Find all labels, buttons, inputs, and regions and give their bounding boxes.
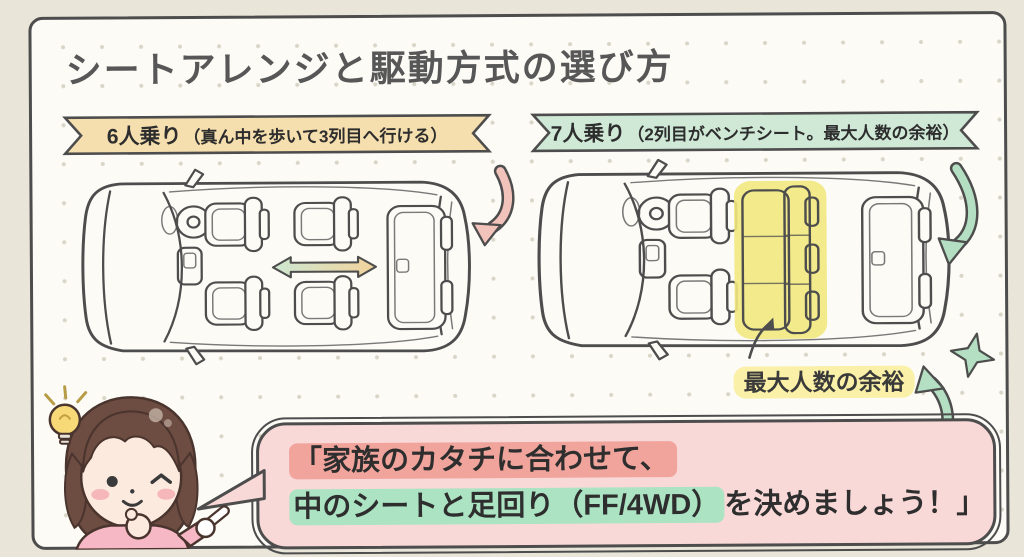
banner-6-seater: 6人乗り （真ん中を歩いて3列目へ行ける） (62, 113, 493, 156)
ribbon-shape (62, 113, 493, 156)
speech-bubble-tail (196, 469, 266, 511)
banner-7-name: 7人乗り (550, 122, 626, 146)
car-6-seater-illustration (80, 166, 472, 367)
speech-line-1: 「家族のカタチに合わせて、 (288, 434, 967, 484)
car-7-seater-illustration (536, 156, 952, 362)
walkthrough-arrow-icon (271, 255, 378, 279)
banner-6-name: 6人乗り (106, 125, 182, 149)
banner-7-seater: 7人乗り （2列目がベンチシート。最大人数の余裕） (530, 110, 981, 153)
page-title: シートアレンジと駆動方式の選び方 (65, 46, 674, 91)
speech-bubble: 「家族のカタチに合わせて、 中のシートと足回り（FF/4WD）を決めましょう！」 (250, 412, 1002, 555)
green-curved-arrow-icon (937, 161, 979, 266)
ribbon-shape (530, 110, 981, 153)
bench-note-label: 最大人数の余裕 (733, 363, 915, 399)
girl-drawing (44, 385, 230, 551)
sparkle-icon (949, 332, 996, 378)
bench-note-arrow-icon (748, 317, 775, 359)
girl-character (44, 385, 230, 551)
banner-7-detail: （2列目がベンチシート。最大人数の余裕） (627, 122, 960, 144)
lightbulb-icon (44, 385, 88, 445)
speech-line-2: 中のシートと足回り（FF/4WD）を決めましょう！」 (289, 480, 985, 530)
bench-highlight (733, 180, 828, 340)
pink-curved-arrow-icon (471, 164, 515, 247)
banner-6-detail: （真ん中を歩いて3列目へ行ける） (183, 125, 448, 147)
poster-frame: シートアレンジと駆動方式の選び方 6人乗り （真ん中を歩いて3列目へ行ける） 7… (28, 11, 1010, 555)
